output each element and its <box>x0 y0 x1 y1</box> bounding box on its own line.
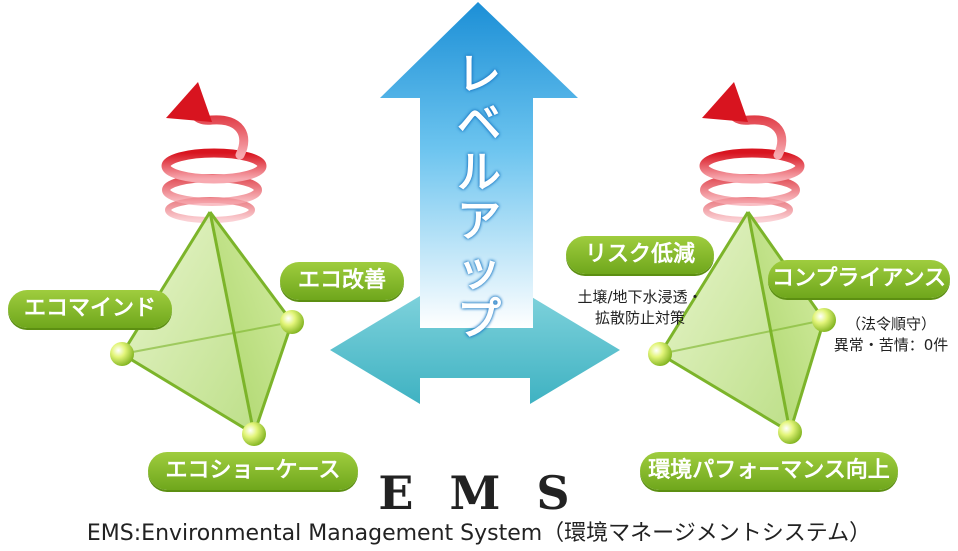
ems-caption: EMS:Environmental Management System（環境マネ… <box>86 521 872 546</box>
right-spiral-arrowhead-icon <box>702 82 748 122</box>
level-up-char: ア <box>457 196 501 247</box>
level-up-arrow-icon <box>380 2 578 328</box>
risk-note-line: 土壌/地下水浸透・ <box>577 288 703 306</box>
level-up-text: レ ベ ル ア ッ プ <box>452 50 506 344</box>
eco-kaizen-label: エコ改善 <box>280 262 404 300</box>
compliance-note-line: 異常・苦情：0件 <box>833 336 949 354</box>
left-spiral-icon <box>161 97 267 223</box>
compliance-label: コンプライアンス <box>768 260 950 298</box>
compliance-note: （法令順守） 異常・苦情：0件 <box>826 314 956 356</box>
level-up-char: プ <box>457 294 501 345</box>
ems-title: E M S <box>378 466 580 520</box>
eco-showcase-label: エコショーケース <box>148 452 358 490</box>
left-pyramid-icon <box>110 211 304 446</box>
level-up-char: レ <box>457 49 501 100</box>
right-spiral-icon <box>699 97 805 223</box>
risk-note: 土壌/地下水浸透・ 拡散防止対策 <box>560 287 720 329</box>
right-pyramid-icon <box>648 211 836 444</box>
level-up-char: ッ <box>457 245 501 296</box>
risk-note-line: 拡散防止対策 <box>594 309 685 327</box>
performance-label: 環境パフォーマンス向上 <box>640 452 898 490</box>
level-up-char: ベ <box>457 98 501 149</box>
left-spiral-arrowhead-icon <box>166 82 212 122</box>
eco-mind-label: エコマインド <box>8 290 172 328</box>
compliance-note-line: （法令順守） <box>845 315 936 333</box>
double-arrow-icon <box>330 296 620 404</box>
level-up-char: ル <box>457 147 501 198</box>
risk-reduction-label: リスク低減 <box>566 236 714 274</box>
